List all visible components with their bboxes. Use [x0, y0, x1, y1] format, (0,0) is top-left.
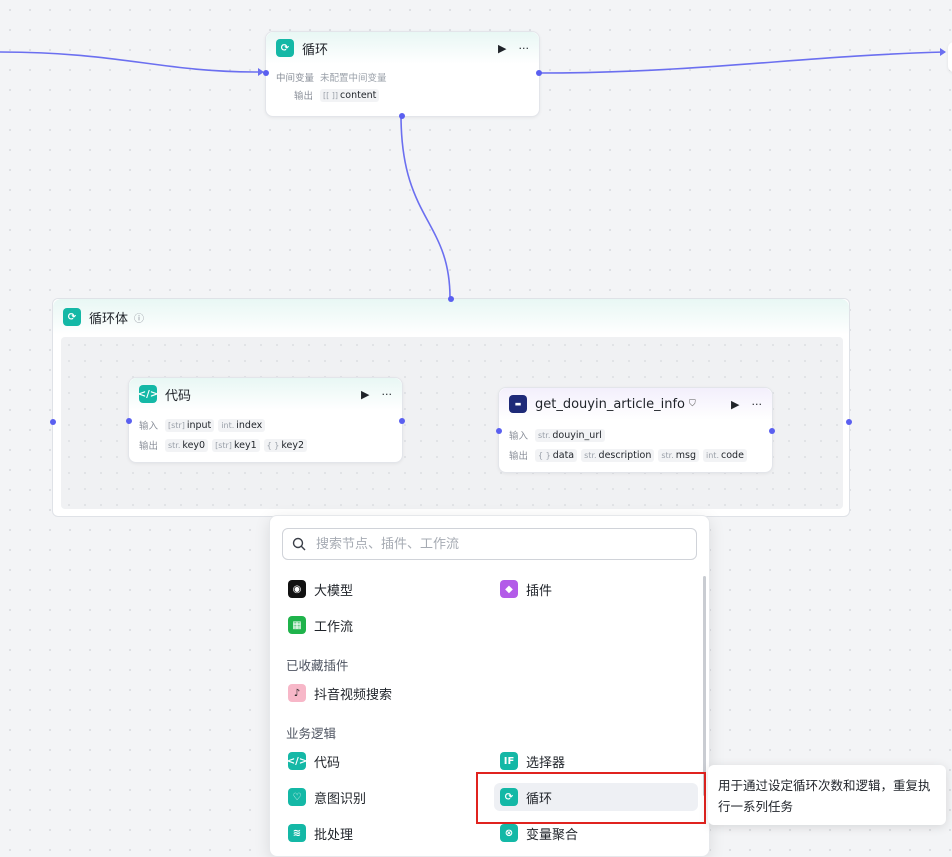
item-plugin[interactable]: ◆ 插件	[494, 575, 700, 603]
plugin-tag-icon: ⛉	[689, 399, 696, 409]
item-selector[interactable]: IF 选择器	[494, 747, 700, 775]
loop-icon: ⟳	[63, 308, 81, 326]
output-chip: [str]key1	[212, 438, 260, 452]
intermediate-label: 中间变量	[276, 73, 315, 84]
item-workflow[interactable]: ▦ 工作流	[282, 611, 488, 639]
edge-loop-to-body	[400, 114, 451, 299]
arrow-head	[940, 48, 946, 56]
run-icon[interactable]: ▶	[498, 41, 507, 55]
offscreen-node[interactable]	[948, 42, 952, 72]
left-port[interactable]	[50, 419, 56, 425]
workflow-icon: ▦	[288, 616, 306, 634]
logic-section-title: 业务逻辑	[286, 726, 337, 741]
input-port[interactable]	[263, 70, 269, 76]
loop-tooltip: 用于通过设定循环次数和逻辑，重复执行一系列任务	[708, 765, 946, 825]
search-box[interactable]	[282, 528, 697, 560]
code-node[interactable]: </> 代码 ▶ ··· 输入 [str]input int.index 输出 …	[126, 377, 405, 463]
tooltip-text: 用于通过设定循环次数和逻辑，重复执行一系列任务	[718, 778, 931, 814]
output-label: 输出	[294, 91, 314, 102]
intermediate-value: 未配置中间变量	[320, 73, 387, 84]
output-chip: str.description	[581, 448, 655, 462]
intent-icon: ♡	[288, 788, 306, 806]
plugin-logo-icon: ▬	[509, 395, 527, 413]
node-picker-panel: ◉ 大模型 ◆ 插件 ▦ 工作流 已收藏插件 ♪ 抖音视频搜索 业务逻辑 </>…	[269, 515, 710, 857]
panel-scrollbar[interactable]	[703, 576, 706, 796]
output-port[interactable]	[769, 428, 775, 434]
output-label: 输出	[509, 451, 529, 462]
favorites-section-title: 已收藏插件	[286, 658, 349, 673]
item-llm[interactable]: ◉ 大模型	[282, 575, 488, 603]
info-icon[interactable]: ⓘ	[134, 313, 145, 325]
douyin-plugin-node[interactable]: ▬ get_douyin_article_info ⛉ ▶ ··· 输入 str…	[496, 387, 775, 473]
item-intent[interactable]: ♡ 意图识别	[282, 783, 488, 811]
output-chip: [[ ]]content	[320, 88, 380, 102]
search-icon	[292, 537, 306, 551]
more-icon[interactable]: ···	[751, 397, 763, 411]
batch-icon: ≋	[288, 824, 306, 842]
item-batch[interactable]: ≋ 批处理	[282, 819, 488, 847]
output-port[interactable]	[536, 70, 542, 76]
code-node-title: 代码	[165, 388, 192, 404]
output-port[interactable]	[399, 418, 405, 424]
plugin-icon: ◆	[500, 580, 518, 598]
output-chip: { }key2	[263, 438, 308, 452]
output-chip: { }data	[535, 448, 578, 462]
edge-left-to-loop	[0, 51, 259, 73]
input-port[interactable]	[496, 428, 502, 434]
douyin-node-title: get_douyin_article_info	[535, 396, 685, 412]
if-icon: IF	[500, 752, 518, 770]
item-douyin-search[interactable]: ♪ 抖音视频搜索	[282, 679, 488, 707]
more-icon[interactable]: ···	[381, 387, 393, 401]
input-chip: [str]input	[165, 418, 215, 432]
item-aggregate[interactable]: ⊗ 变量聚合	[494, 819, 700, 847]
right-port[interactable]	[846, 419, 852, 425]
douyin-icon: ♪	[288, 684, 306, 702]
top-port[interactable]	[448, 296, 454, 302]
item-loop[interactable]: ⟳ 循环	[494, 783, 698, 811]
output-label: 输出	[139, 441, 159, 452]
input-chip: str.douyin_url	[535, 428, 605, 442]
aggregate-icon: ⊗	[500, 824, 518, 842]
input-label: 输入	[509, 431, 529, 442]
input-chip: int.index	[218, 418, 266, 432]
output-chip: str.msg	[658, 448, 700, 462]
loop-icon: ⟳	[500, 788, 518, 806]
more-icon[interactable]: ···	[518, 41, 530, 55]
input-label: 输入	[139, 421, 159, 432]
input-port[interactable]	[126, 418, 132, 424]
code-icon: </>	[138, 385, 158, 403]
loop-node[interactable]: ⟳ 循环 ▶ ··· 中间变量 未配置中间变量 输出 [[ ]]content	[263, 31, 542, 119]
loop-node-title: 循环	[302, 42, 329, 58]
output-chip: int.code	[703, 448, 747, 462]
loop-body-title: 循环体	[89, 311, 129, 327]
run-icon[interactable]: ▶	[731, 397, 740, 411]
llm-icon: ◉	[288, 580, 306, 598]
code-icon: </>	[287, 752, 307, 770]
output-chip: str.key0	[165, 438, 209, 452]
edge-loop-to-right	[537, 51, 946, 74]
item-code[interactable]: </> 代码	[282, 747, 488, 775]
search-input[interactable]	[314, 535, 688, 553]
run-icon[interactable]: ▶	[361, 387, 370, 401]
loop-icon: ⟳	[276, 39, 294, 57]
bottom-port[interactable]	[399, 113, 405, 119]
